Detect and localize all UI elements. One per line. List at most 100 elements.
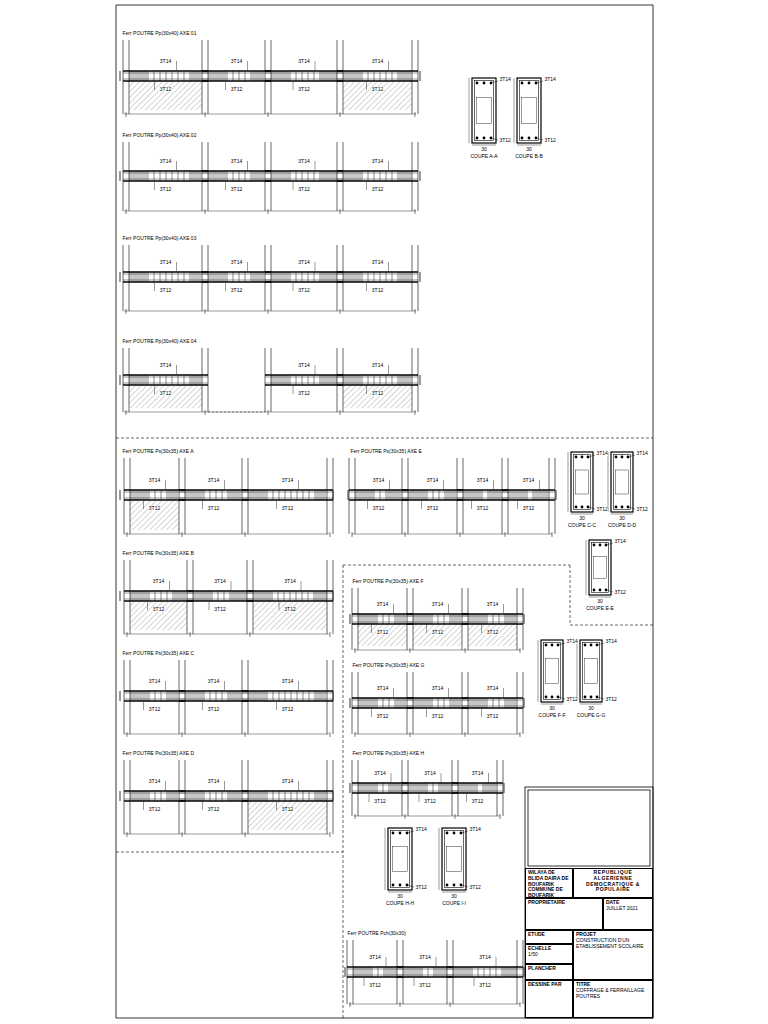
beam-end: [420, 171, 421, 181]
stirrup: [155, 791, 156, 801]
dimension-tick: [450, 1002, 451, 1007]
rebar-dot: [581, 456, 584, 459]
stirrup: [265, 791, 266, 801]
stirrup: [188, 490, 189, 500]
stirrup: [427, 783, 428, 793]
stirrup: [398, 490, 399, 500]
stirrup: [147, 591, 148, 601]
stirrup: [227, 171, 228, 181]
rebar-label: 3T14: [230, 59, 242, 64]
stirrup: [367, 783, 368, 793]
stirrup: [175, 490, 176, 500]
leader-line: [202, 802, 203, 810]
stirrup: [446, 967, 447, 977]
stirrup: [400, 490, 401, 500]
title-block-cell: ECHELLE1/50: [525, 944, 573, 964]
stirrup: [141, 490, 142, 500]
stirrup: [460, 614, 461, 624]
stirrup: [515, 698, 516, 708]
stirrup: [362, 967, 363, 977]
stirrup: [421, 783, 422, 793]
dimension-tick: [330, 732, 331, 737]
stirrup: [428, 614, 429, 624]
dimension-tick: [340, 410, 341, 415]
leader-line: [491, 138, 498, 140]
section-outline: [571, 452, 593, 512]
stirrup: [481, 614, 482, 624]
stirrup: [352, 171, 353, 181]
stirrup: [192, 691, 193, 701]
beam-end: [348, 490, 349, 500]
column-line: [327, 660, 328, 734]
stirrup: [359, 614, 360, 624]
dimension-tick: [127, 532, 128, 537]
stirrup: [286, 375, 287, 385]
zone-separator: [343, 565, 570, 566]
dimension-tick: [245, 532, 246, 537]
stirrup: [234, 791, 235, 801]
beam-title: Ferr POUTRE Ps(30x35) AXE F: [352, 579, 424, 584]
dimension-line: [124, 114, 416, 115]
stirrup: [375, 698, 376, 708]
leader-line: [389, 480, 390, 489]
beam-top-bar: [242, 790, 333, 791]
stirrup: [321, 691, 322, 701]
stirrup: [395, 783, 396, 793]
cell-text: JUILLET 2021: [606, 906, 650, 912]
beam-bottom-bar: [265, 384, 343, 385]
stirrup: [354, 272, 355, 282]
stirrup: [523, 490, 524, 500]
stirrup: [253, 691, 254, 701]
stirrup: [315, 691, 316, 701]
stirrup: [178, 272, 179, 282]
stirrup: [274, 272, 275, 282]
stirrup: [616, 470, 629, 494]
stirrup: [144, 375, 145, 385]
cell-heading: PLANCHER: [528, 966, 570, 972]
stirrup: [487, 698, 488, 708]
column-line: [343, 245, 344, 311]
leader-line: [606, 590, 613, 592]
stirrup: [137, 591, 138, 601]
dimension-tick: [268, 410, 269, 415]
stirrup: [450, 698, 451, 708]
cell-heading: WILAYA DE BLIDA DAIRA DE BOUFARIK COMMUN…: [528, 870, 570, 899]
stirrup: [414, 967, 415, 977]
rebar-label: 3T12: [298, 187, 310, 192]
stirrup: [445, 783, 446, 793]
stirrup: [154, 375, 155, 385]
stirrup: [194, 691, 195, 701]
stirrup: [238, 591, 239, 601]
stirrup: [315, 791, 316, 801]
stirrup: [137, 791, 138, 801]
stirrup: [140, 375, 141, 385]
stirrup: [576, 470, 589, 494]
rebar-label: 3T12: [471, 799, 483, 804]
beam-top-bar: [179, 790, 248, 791]
stirrup: [216, 691, 217, 701]
title-block-cell: PROJETCONSTRUCTION D'UN ETABLISSEMENT SC…: [573, 930, 653, 980]
stirrup: [406, 171, 407, 181]
stirrup: [314, 171, 315, 181]
rebar-line: [242, 498, 333, 499]
stirrup: [274, 171, 275, 181]
stirrup: [320, 375, 321, 385]
stirrup: [308, 375, 309, 385]
stirrup: [149, 591, 150, 601]
stirrup: [194, 591, 195, 601]
stirrup: [389, 614, 390, 624]
dimension-tick: [205, 209, 206, 214]
stirrup: [278, 375, 279, 385]
stirrup: [361, 783, 362, 793]
leader-line: [436, 957, 437, 966]
stirrup: [316, 591, 317, 601]
stirrup: [278, 171, 279, 181]
stirrup: [219, 171, 220, 181]
stirrup: [368, 490, 369, 500]
rebar-label: 3T12: [522, 506, 534, 511]
column-line: [358, 760, 359, 816]
stirrup: [136, 375, 137, 385]
stirrup: [233, 171, 234, 181]
rebar-line: [347, 969, 403, 970]
stirrup: [509, 614, 510, 624]
